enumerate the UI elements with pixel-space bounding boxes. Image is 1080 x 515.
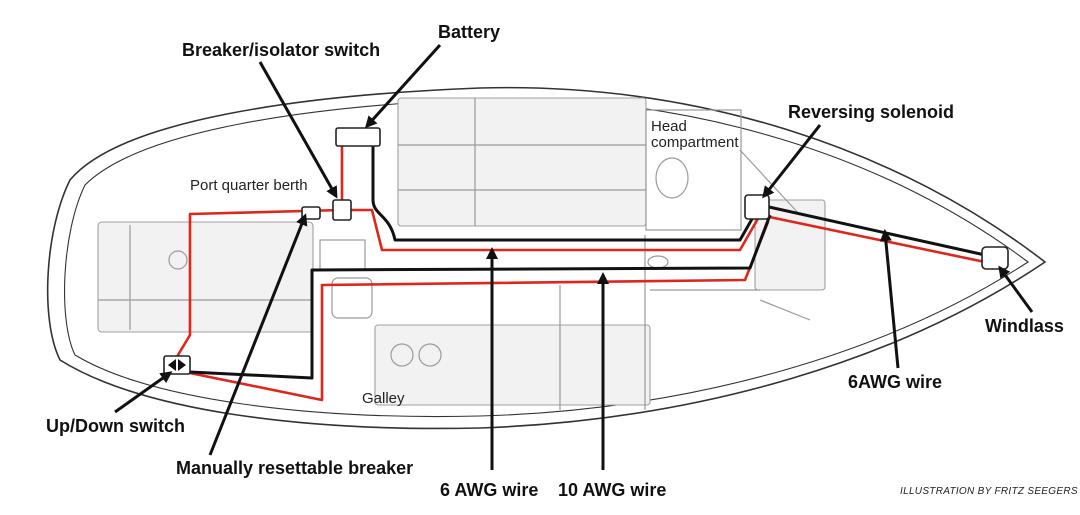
- label-port-quarter-berth: Port quarter berth: [190, 177, 308, 194]
- label-battery: Battery: [438, 22, 500, 42]
- hull-outline: [46, 86, 1047, 430]
- label-windlass: Windlass: [985, 316, 1064, 336]
- label-manual-breaker: Manually resettable breaker: [176, 458, 413, 478]
- v-berth: [754, 199, 826, 291]
- arrow-breaker-isolator: [258, 61, 338, 199]
- label-6awg-right: 6AWG wire: [848, 372, 942, 392]
- arrow-battery: [364, 43, 442, 129]
- galley-stove-right: [418, 343, 442, 367]
- interior-layout: [97, 97, 826, 410]
- arrow-up-down-switch: [114, 371, 173, 414]
- arrow-reversing-solenoid: [762, 124, 822, 199]
- galley-sink: [331, 277, 373, 319]
- arrow-manual-breaker: [208, 213, 308, 456]
- negative-wire-switch-run: [189, 214, 772, 380]
- label-breaker-isolator: Breaker/isolator switch: [182, 40, 380, 60]
- forward-bulkhead: [739, 149, 811, 321]
- negative-wire-main: [371, 142, 986, 257]
- positive-wire-breaker-branch: [173, 208, 343, 361]
- label-10awg-bottom: 10 AWG wire: [558, 480, 666, 500]
- label-galley: Galley: [362, 390, 405, 407]
- label-6awg-bottom: 6 AWG wire: [440, 480, 538, 500]
- battery-box: [335, 127, 381, 147]
- cabin-sole-lines: [559, 235, 760, 410]
- label-head-line1: Head: [651, 118, 687, 135]
- breaker-isolator-switch: [332, 199, 352, 221]
- up-down-switch: [163, 355, 191, 375]
- callout-arrows: [114, 43, 1034, 470]
- head-compartment-outline: [645, 109, 742, 231]
- illustration-credit: ILLUSTRATION BY FRITZ SEEGERS: [900, 486, 1078, 497]
- head-toilet: [655, 157, 689, 199]
- arrow-windlass: [998, 265, 1034, 313]
- up-down-switch-arrows: [168, 359, 186, 371]
- label-up-down-switch: Up/Down switch: [46, 416, 185, 436]
- reversing-solenoid: [744, 194, 770, 220]
- cockpit-seat-line: [98, 225, 313, 330]
- arrow-6awg-right: [879, 229, 900, 369]
- salon-settee: [397, 97, 647, 227]
- companionway-steps: [319, 239, 366, 271]
- mast-step: [647, 255, 669, 269]
- label-head-line2: compartment: [651, 134, 739, 151]
- salon-divider: [398, 98, 646, 226]
- galley-counter: [374, 324, 651, 406]
- cockpit-drain: [168, 250, 188, 270]
- labels: Battery Breaker/isolator switch Reversin…: [46, 22, 1078, 500]
- windlass: [981, 246, 1009, 270]
- galley-stove-left: [390, 343, 414, 367]
- label-reversing-solenoid: Reversing solenoid: [788, 102, 954, 122]
